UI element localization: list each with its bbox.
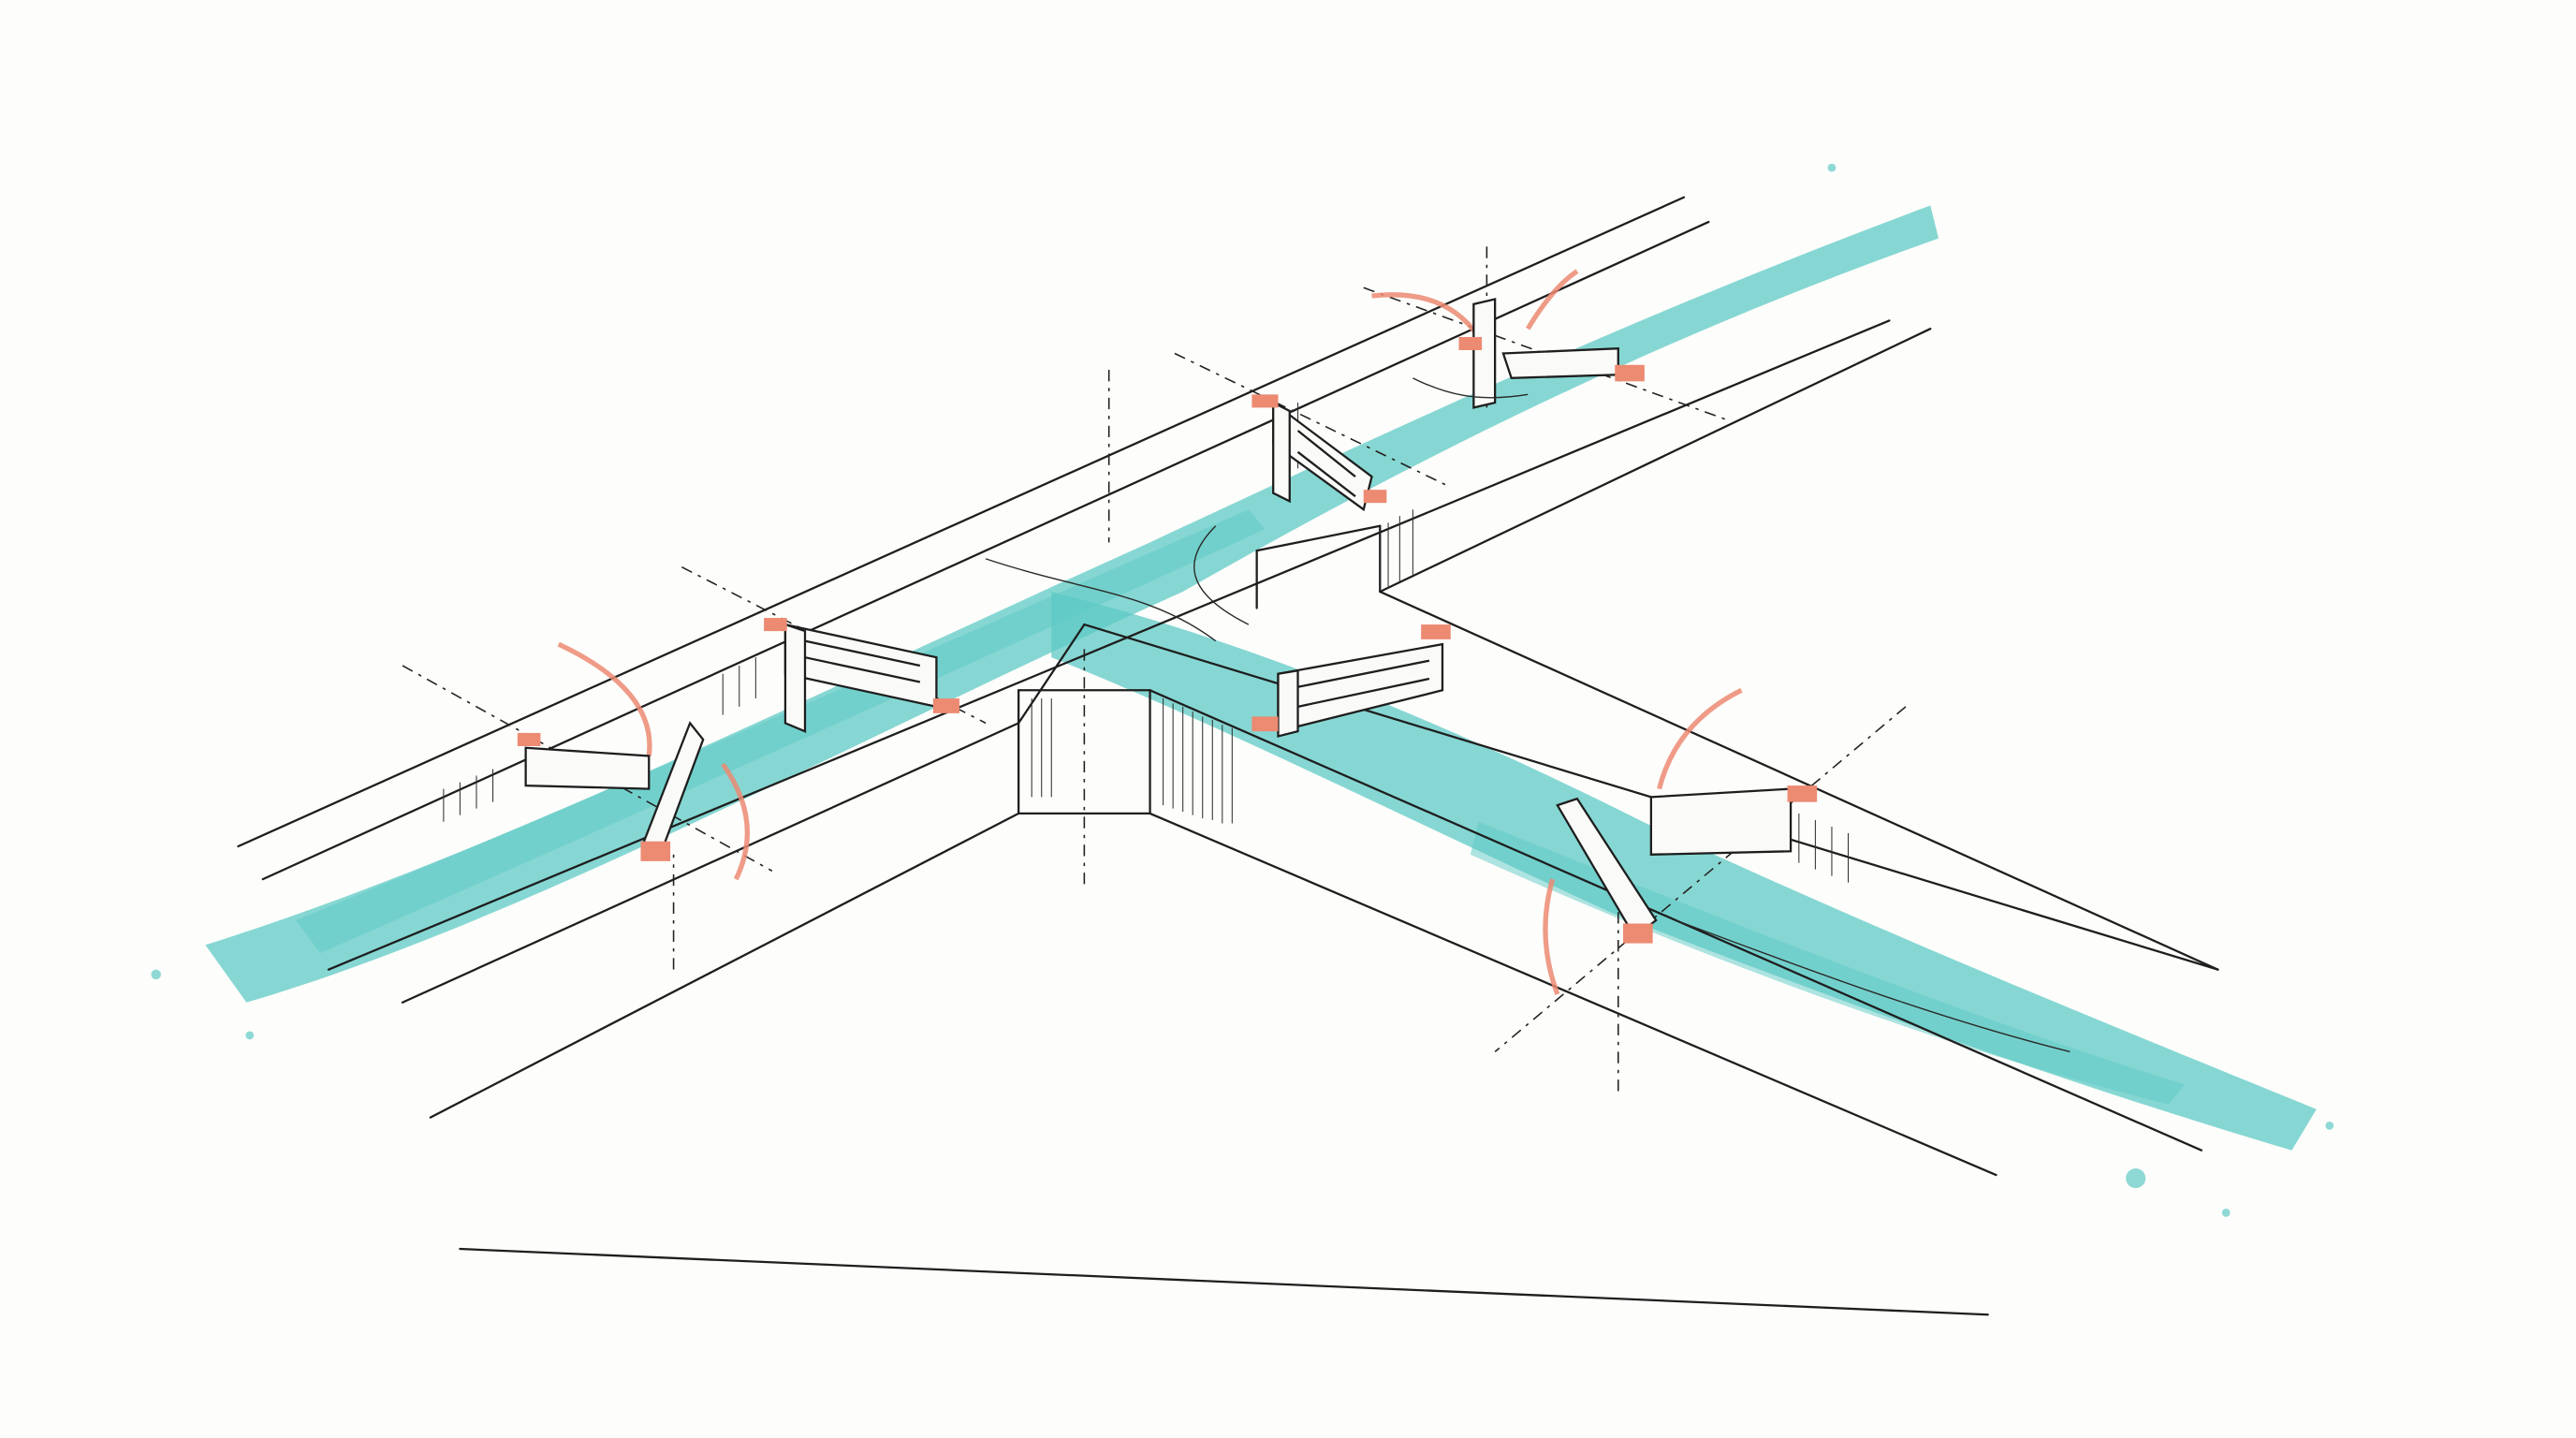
flow-lines [985, 377, 2071, 1053]
lock-gate-northeast [1458, 298, 1645, 409]
water-wash [151, 163, 2334, 1217]
swing-arc [1657, 687, 1743, 790]
gate-swing-arcs [557, 269, 1743, 995]
swing-arc [1543, 878, 1560, 995]
water-splash [2126, 1168, 2146, 1189]
swing-arc [1525, 269, 1579, 330]
swing-arc [721, 762, 750, 881]
water-streak [295, 509, 1266, 954]
lock-gate-southeast [1556, 785, 1818, 944]
water-splash [1827, 163, 1837, 172]
water-splash [2325, 1122, 2334, 1130]
lock-gate-north-inner [1251, 394, 1387, 512]
water-splash [151, 969, 161, 980]
water-branch-channel [1051, 591, 2317, 1151]
water-splash [245, 1031, 255, 1040]
lock-gates [517, 298, 1818, 944]
water-splash [2221, 1209, 2231, 1217]
swing-arc [557, 641, 652, 756]
lock-gate-west-inner [764, 618, 959, 733]
swing-arc [1371, 292, 1481, 339]
water-streak [1470, 821, 2186, 1105]
lock-gate-west [517, 721, 705, 861]
lock-gate-branch-inner [1251, 624, 1451, 738]
